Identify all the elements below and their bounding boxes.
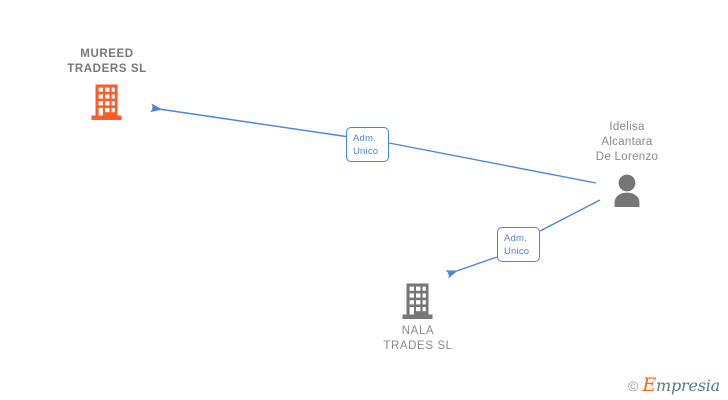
relation-line-1: Adm.: [353, 132, 376, 144]
node-label-mureed-traders-sl: MUREED TRADERS SL: [67, 48, 147, 75]
relation-line-1: Adm.: [504, 232, 527, 244]
building-icon[interactable]: [91, 84, 123, 127]
building-icon[interactable]: [402, 283, 434, 326]
node-label-idelisa-alcantara-de-lorenzo: Idelisa Alcantara De Lorenzo: [595, 121, 659, 163]
relation-line-2: Unico: [504, 245, 530, 257]
brand-rest: mpresia: [656, 376, 720, 395]
relation-box-adm-unico-nala[interactable]: Adm. Unico: [497, 227, 540, 262]
person-icon[interactable]: [609, 174, 645, 212]
brand-initial: E: [642, 374, 656, 396]
brand-wordmark: Empresia: [642, 374, 720, 396]
copyright-icon: ©: [628, 377, 639, 394]
empresia-watermark: © Empresia: [628, 374, 720, 396]
node-label-nala-trades-sl: NALA TRADES SL: [383, 325, 453, 352]
relation-box-adm-unico-mureed[interactable]: Adm. Unico: [346, 127, 389, 162]
relation-line-2: Unico: [353, 145, 379, 157]
